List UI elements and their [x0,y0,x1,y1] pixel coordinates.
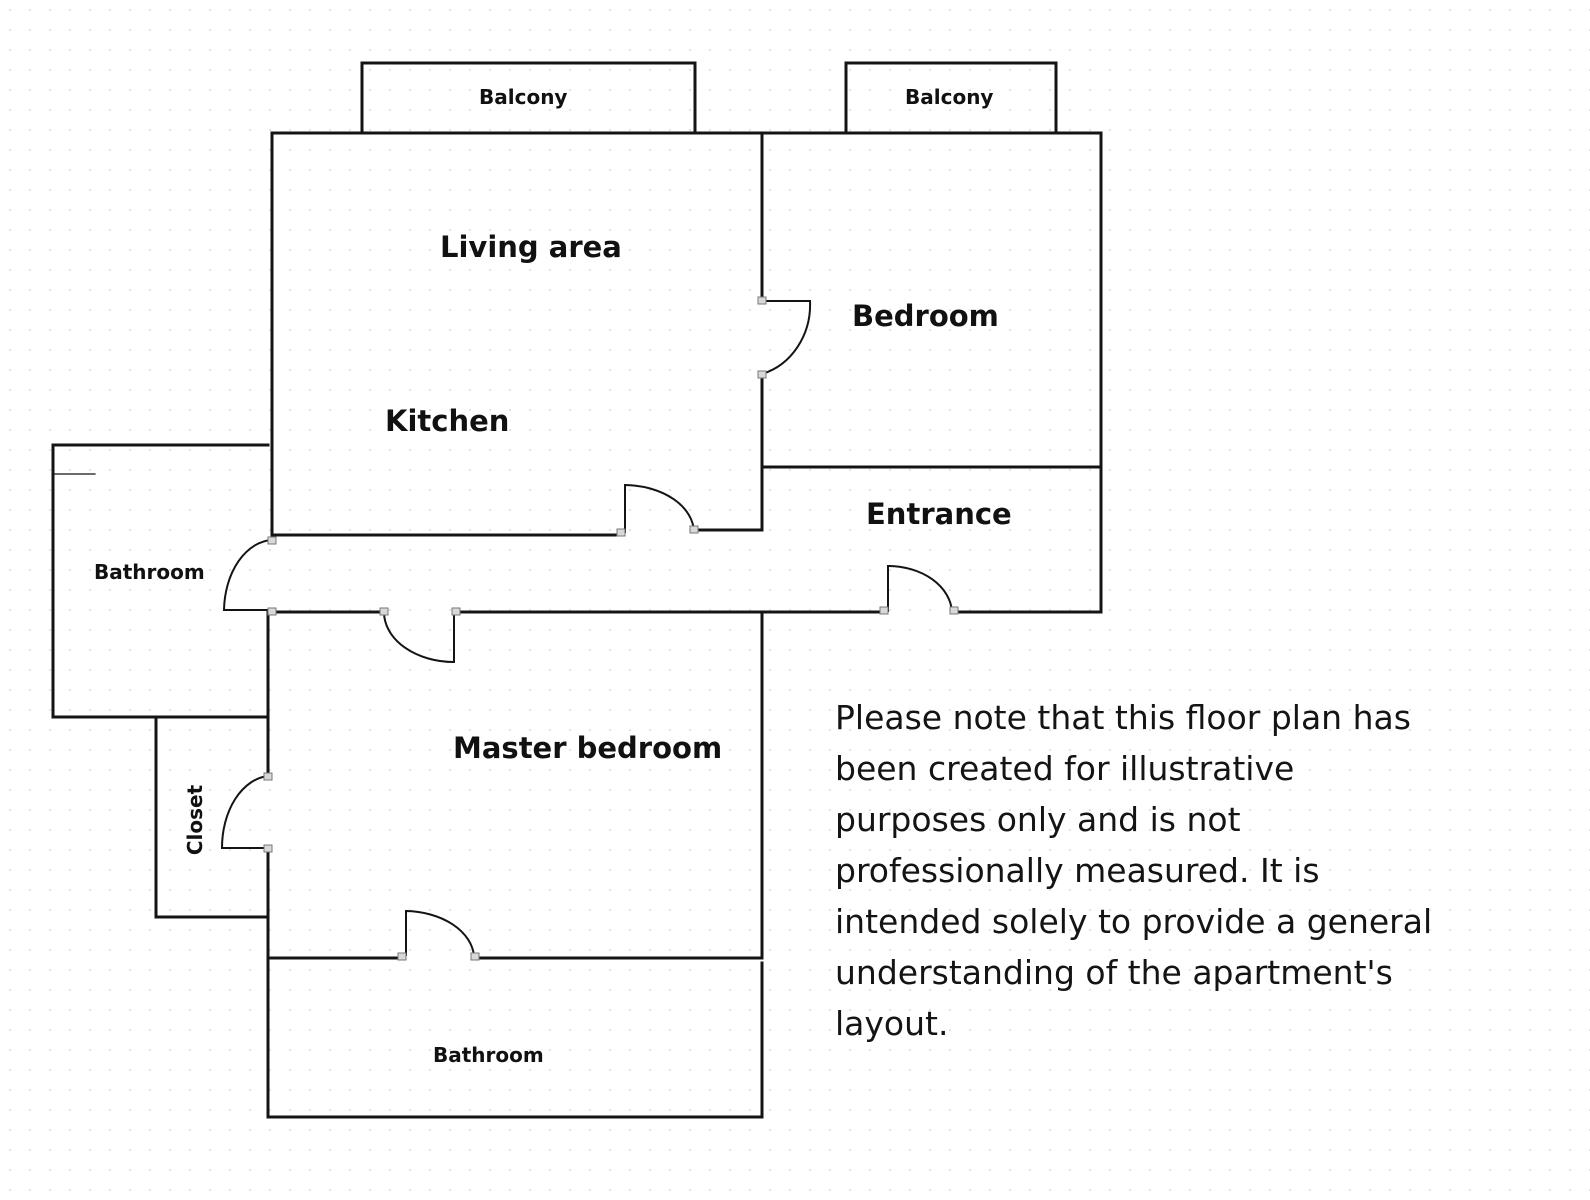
bathroom-bottom-label: Bathroom [433,1043,544,1067]
doors [220,296,959,961]
bathroom-left-label: Bathroom [94,560,205,584]
closet-walls [154,715,270,919]
walls [51,61,1103,1119]
door-kitchen-hall [616,483,699,537]
bedroom-label: Bedroom [852,299,999,333]
master-bedroom-label: Master bedroom [453,731,723,765]
balcony-left-label: Balcony [479,85,568,109]
door-bathroom-bottom [397,909,480,961]
door-entrance [879,564,959,615]
door-bathroom-left [222,536,277,616]
door-master-hall [379,607,461,664]
balcony-right-walls [844,61,1058,135]
balcony-left-walls [360,61,697,135]
bathroom-bottom-walls [266,956,764,1119]
entrance-label: Entrance [866,497,1012,531]
kitchen-label: Kitchen [385,404,510,438]
door-closet [220,772,273,853]
balcony-right-label: Balcony [905,85,994,109]
closet-label: Closet [183,784,207,856]
door-living-bedroom [757,296,812,379]
living-area-label: Living area [440,230,622,264]
disclaimer-note: Please note that this floor plan has bee… [835,698,1433,1043]
